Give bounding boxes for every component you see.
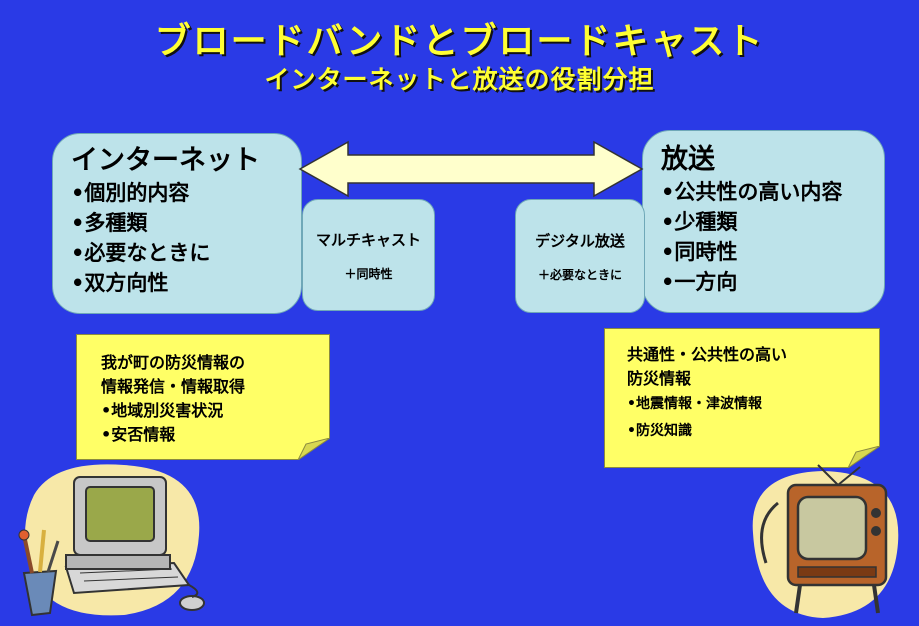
note-left-bullet: •地域別災害状況 — [101, 401, 224, 420]
internet-box: インターネット •個別的内容 •多種類 •必要なときに •双方向性 — [52, 133, 302, 314]
note-right-bullet: •防災知識 — [627, 423, 692, 439]
note-fold-icon — [298, 438, 330, 460]
slide-title: ブロードバンドとブロードキャスト — [154, 21, 765, 62]
computer-clipart-icon — [18, 464, 205, 617]
multicast-heading: マルチキャスト — [315, 231, 421, 249]
broadcast-item: •少種類 — [661, 210, 738, 234]
digital-broadcast-heading: デジタル放送 — [535, 232, 625, 250]
internet-item: •多種類 — [71, 211, 148, 235]
digital-broadcast-sub: ＋必要なときに — [537, 268, 622, 282]
digital-broadcast-box: デジタル放送 ＋必要なときに — [515, 199, 645, 313]
note-right-line: 共通性・公共性の高い — [627, 345, 788, 364]
television-clipart-icon — [752, 464, 899, 618]
note-left-line: 情報発信・情報取得 — [101, 377, 246, 396]
broadcast-item: •公共性の高い内容 — [661, 180, 843, 204]
broadcast-box: 放送 •公共性の高い内容 •少種類 •同時性 •一方向 — [642, 130, 885, 313]
internet-item: •必要なときに — [71, 241, 211, 265]
note-right-bullet: •地震情報・津波情報 — [627, 396, 762, 412]
double-arrow-icon — [298, 140, 644, 198]
note-right: 共通性・公共性の高い 防災情報 •地震情報・津波情報 •防災知識 — [604, 328, 880, 468]
note-fold-icon — [848, 446, 880, 468]
internet-item: •個別的内容 — [71, 181, 190, 205]
broadcast-item: •同時性 — [661, 240, 738, 264]
broadcast-heading: 放送 — [661, 144, 715, 175]
multicast-sub: ＋同時性 — [344, 267, 393, 281]
note-right-line: 防災情報 — [627, 369, 692, 388]
note-left: 我が町の防災情報の 情報発信・情報取得 •地域別災害状況 •安否情報 — [76, 334, 330, 460]
note-left-line: 我が町の防災情報の — [101, 353, 246, 372]
broadcast-item: •一方向 — [661, 270, 738, 294]
internet-heading: インターネット — [71, 145, 260, 176]
multicast-box: マルチキャスト ＋同時性 — [302, 199, 435, 311]
internet-item: •双方向性 — [71, 271, 169, 295]
slide-subtitle: インターネットと放送の役割分担 — [264, 65, 655, 94]
note-left-bullet: •安否情報 — [101, 425, 176, 444]
